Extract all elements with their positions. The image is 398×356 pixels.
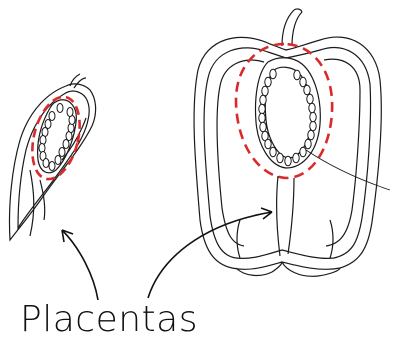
placentas-label: Placentas <box>20 300 198 340</box>
large-placenta-highlight <box>236 44 332 178</box>
arrow-to-small-fruit <box>62 230 98 300</box>
small-fruit-illustration <box>9 74 95 240</box>
large-fruit-illustration <box>194 9 390 276</box>
